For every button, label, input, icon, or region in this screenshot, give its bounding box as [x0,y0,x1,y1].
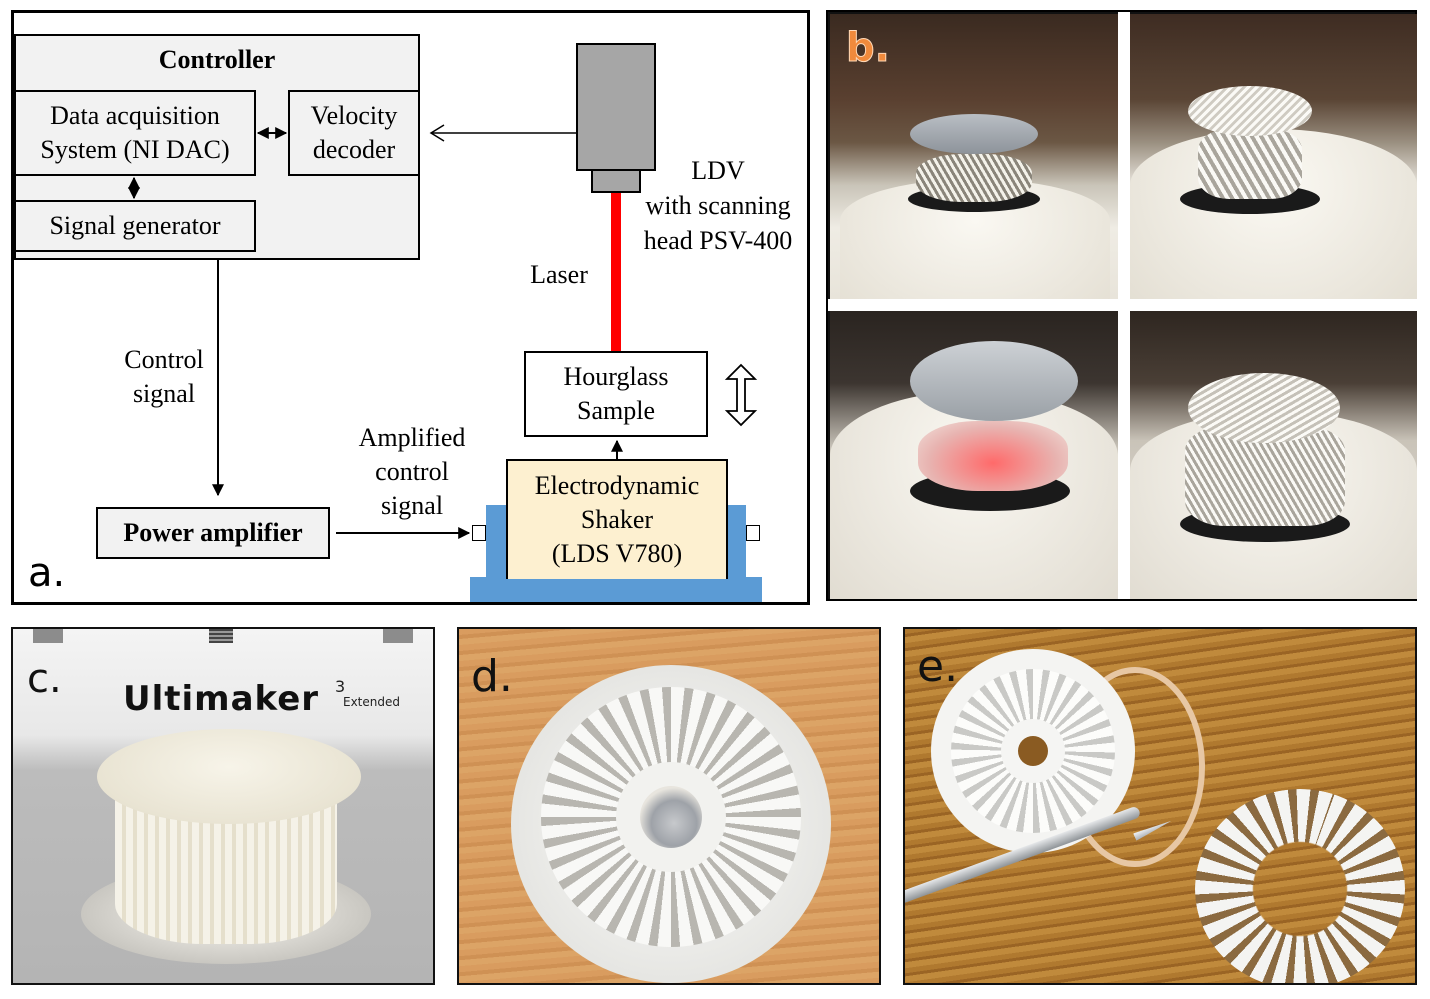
velocity-decoder-line-2: decoder [312,135,396,164]
signal-generator-box: Signal generator [14,200,256,252]
sample-top-flange [1188,373,1340,443]
sample-lattice [916,154,1032,202]
top-plate [910,114,1038,154]
amplified-line-3: signal [380,491,444,520]
printer-rod-right [383,629,413,643]
sample-line-1: Hourglass [563,362,669,391]
shaker-line-2: Shaker [580,505,654,534]
vibration-double-arrow-icon [724,363,758,427]
shaker-line-3: (LDS V780) [551,539,683,568]
control-signal-line-2: signal [132,379,196,408]
panel-c-letter: c. [27,656,62,702]
photo-b-1 [830,14,1118,299]
ldv-label-line-3: head PSV-400 [643,226,793,255]
amplified-control-signal-label: Amplified control signal [344,421,480,523]
shaker-terminal-right [746,525,760,541]
shaker-side-left [486,505,508,583]
laser-glow [918,421,1068,491]
ldv-label-line-2: with scanning [645,191,791,220]
panel-b-letter: b. [846,25,891,71]
photo-divider-horizontal [828,299,1419,311]
printer-model: Extended [343,695,400,709]
hourglass-sample-box: Hourglass Sample [524,351,708,437]
printer-rod-left [33,629,63,643]
daq-line-1: Data acquisition [50,101,220,130]
ldv-head [576,43,656,171]
power-amplifier-box: Power amplifier [96,507,330,559]
photo-b-3 [830,311,1118,599]
panel-d-photo: d. [457,627,881,985]
panel-e-photo: e. [903,627,1417,985]
broken-hexagonal-sample [1195,789,1405,983]
laser-label: Laser [530,260,588,289]
photo-b-2 [1130,14,1417,299]
sample-hole [1018,736,1048,766]
power-amplifier-label: Power amplifier [123,518,303,547]
printed-hourglass-rim [97,729,361,824]
top-plate [910,341,1078,421]
ldv-label: LDV with scanning head PSV-400 [632,153,804,258]
controller-title: Controller [158,45,276,74]
printer-screw [209,629,233,643]
panel-b-photos: b. [826,10,1419,601]
laser-beam [611,193,621,351]
center-hole [640,786,702,848]
shaker-base [470,577,762,602]
control-signal-line-1: Control [124,345,204,374]
panel-e-letter: e. [917,641,959,692]
shaker-box: Electrodynamic Shaker (LDS V780) [506,459,728,579]
panel-d-letter: d. [471,651,513,702]
printer-model-sup: 3 [335,677,346,696]
daq-line-2: System (NI DAC) [40,135,230,164]
ldv-lens [591,169,641,193]
control-signal-label: Control signal [104,343,224,411]
ldv-label-line-1: LDV [691,156,745,185]
printer-brand: Ultimaker [123,679,319,719]
sample-top-flange [1188,86,1312,136]
ldv-to-decoder-arrowhead [429,124,445,142]
daq-box: Data acquisition System (NI DAC) [14,90,256,176]
shaker-terminal-left [472,525,486,541]
amplified-line-2: control [375,457,449,486]
shaker-line-1: Electrodynamic [534,471,700,500]
signal-generator-label: Signal generator [49,211,221,240]
hexagonal-lattice-sample [1198,129,1302,199]
panel-c-photo: c. Ultimaker 3 Extended [11,627,435,985]
panel-a-schematic: Controller Data acquisition System (NI D… [11,10,810,605]
sample-line-2: Sample [577,396,655,425]
velocity-decoder-box: Velocity decoder [288,90,420,176]
shaker-side-right [726,505,746,583]
panel-a-letter: a. [28,550,66,596]
velocity-decoder-line-1: Velocity [310,101,398,130]
printer-brand-name: Ultimaker [123,679,320,719]
photo-b-4 [1130,311,1417,599]
amplified-line-1: Amplified [358,423,466,452]
